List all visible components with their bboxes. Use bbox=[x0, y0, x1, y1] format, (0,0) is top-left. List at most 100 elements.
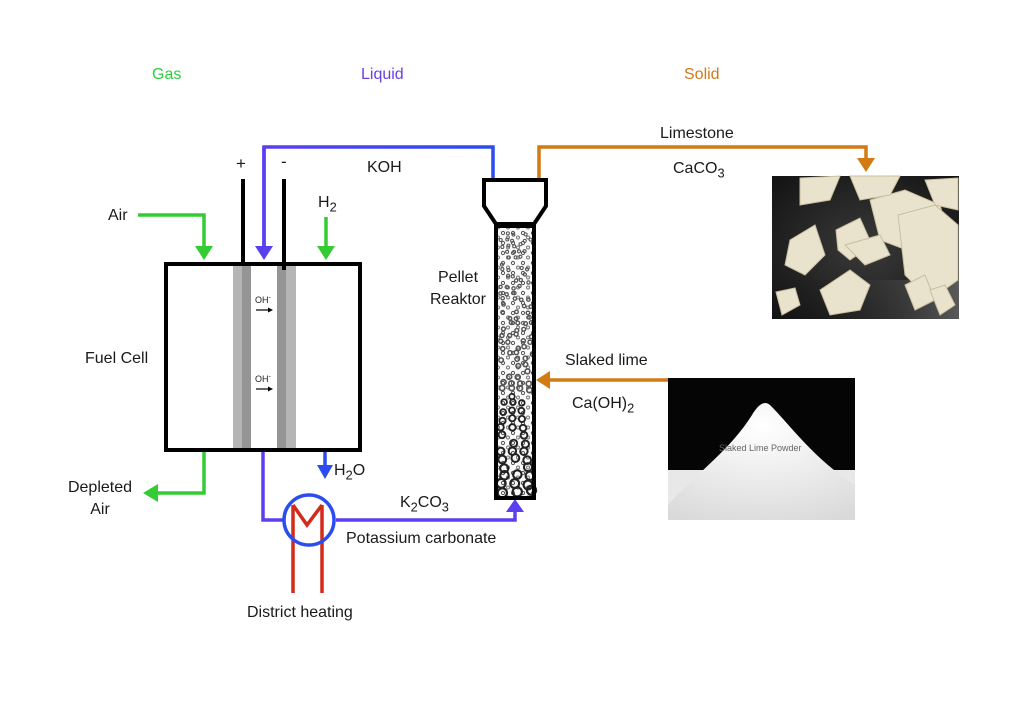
reactor-bead bbox=[506, 332, 513, 339]
limestone-rock bbox=[799, 175, 841, 206]
reactor-bead bbox=[505, 339, 511, 345]
negative-terminal-label: - bbox=[281, 152, 287, 171]
reactor-bead bbox=[508, 384, 516, 392]
ion-label-1: OH- bbox=[255, 294, 271, 305]
district-heating-label: District heating bbox=[247, 604, 353, 621]
reactor-bead bbox=[499, 345, 506, 352]
reactor-hopper bbox=[482, 178, 548, 226]
reactor-bead bbox=[506, 243, 511, 248]
reactor-bead bbox=[525, 310, 531, 316]
reactor-bead bbox=[505, 237, 510, 242]
reactor-bead bbox=[512, 296, 518, 301]
k2co3-arrowhead bbox=[506, 499, 524, 512]
reactor-bead bbox=[504, 291, 509, 297]
reactor-bead bbox=[519, 265, 524, 271]
limestone-rock bbox=[819, 269, 871, 316]
legend-solid: Solid bbox=[684, 66, 720, 83]
limestone-line bbox=[537, 145, 868, 178]
caco3-label: CaCO3 bbox=[673, 160, 725, 181]
reactor-bead bbox=[500, 326, 507, 332]
reactor-bead bbox=[525, 380, 533, 388]
slaked-lime-label: Slaked lime bbox=[565, 352, 648, 369]
reactor-bead bbox=[513, 316, 519, 322]
reactor-bead bbox=[506, 267, 511, 273]
reactor-bead bbox=[500, 266, 505, 272]
water-outlet-arrowhead bbox=[317, 465, 333, 479]
ion-arrowhead-1 bbox=[268, 307, 273, 313]
reactor-bead bbox=[522, 361, 529, 368]
reactor-bead bbox=[516, 384, 524, 392]
air-inlet-line bbox=[138, 213, 206, 248]
reactor-bead bbox=[508, 423, 517, 432]
reactor-bead bbox=[504, 284, 510, 290]
reactor-bead bbox=[513, 255, 518, 260]
limestone-rock bbox=[929, 284, 956, 316]
reactor-bead bbox=[517, 283, 522, 289]
reactor-bead bbox=[521, 303, 527, 309]
heat-exchanger-shell bbox=[282, 493, 336, 547]
reactor-bead bbox=[498, 357, 505, 364]
reactor-bead bbox=[518, 297, 524, 303]
ion-label-2: OH- bbox=[255, 373, 271, 384]
depleted-air-label: Depleted Air bbox=[67, 479, 133, 518]
solid-flows bbox=[536, 145, 875, 389]
reactor-bead bbox=[505, 273, 511, 278]
reactor-bead bbox=[498, 291, 503, 296]
air-inlet-arrowhead bbox=[195, 246, 213, 260]
reactor-bead bbox=[508, 319, 514, 326]
reactor-bead bbox=[523, 232, 528, 237]
reactor-bead bbox=[508, 414, 517, 423]
liquid-flows bbox=[255, 145, 524, 522]
reactor-bead bbox=[500, 378, 507, 386]
pellet-reactor bbox=[482, 178, 548, 500]
reactor-bead bbox=[500, 309, 506, 315]
legend-liquid: Liquid bbox=[361, 66, 404, 83]
limestone-photo bbox=[772, 175, 959, 319]
reactor-bead bbox=[497, 454, 508, 465]
reactor-bead bbox=[497, 338, 504, 344]
reactor-bead bbox=[510, 453, 521, 463]
reactor-bead bbox=[500, 295, 505, 301]
fuel-cell-label: Fuel Cell bbox=[85, 350, 149, 367]
slaked-lime-photo-caption: Slaked Lime Powder bbox=[719, 443, 802, 453]
reactor-bead bbox=[510, 274, 515, 279]
reactor-bead bbox=[518, 254, 523, 259]
reactor-bead bbox=[497, 430, 507, 440]
reactor-bead bbox=[508, 406, 516, 415]
electrolyte-to-hx-line bbox=[261, 452, 283, 522]
positive-terminal-label: + bbox=[236, 154, 246, 173]
reactor-bead bbox=[512, 244, 517, 249]
koh-arrowhead bbox=[255, 246, 273, 260]
water-outlet-label: H2O bbox=[334, 462, 366, 483]
h2-inlet-label: H2 bbox=[318, 194, 337, 215]
reactor-bead bbox=[512, 290, 517, 296]
reactor-bead bbox=[522, 249, 527, 254]
limestone-label: Limestone bbox=[660, 125, 734, 142]
reactor-bead bbox=[522, 238, 527, 243]
legend-gas: Gas bbox=[152, 66, 182, 83]
reactor-bead bbox=[515, 320, 521, 326]
depleted-air-arrowhead bbox=[143, 484, 158, 502]
h2-inlet-arrowhead bbox=[317, 246, 335, 260]
limestone-rock bbox=[784, 224, 826, 276]
limestone-rock bbox=[844, 234, 891, 266]
reactor-bead bbox=[513, 349, 520, 356]
reactor-bead bbox=[514, 309, 519, 315]
reactor-bead bbox=[518, 242, 523, 247]
reactor-bead bbox=[505, 231, 510, 236]
reactor-bead bbox=[522, 272, 527, 277]
reactor-bead bbox=[510, 238, 515, 243]
reactor-bead bbox=[507, 315, 513, 321]
cathode-membrane-core bbox=[242, 266, 251, 448]
reactor-bead bbox=[507, 349, 513, 356]
reactor-bead bbox=[499, 408, 508, 417]
slaked-lime-pile bbox=[668, 403, 855, 520]
reactor-bead bbox=[526, 297, 531, 302]
reactor-bead bbox=[498, 384, 506, 392]
depleted-air-line bbox=[158, 452, 206, 495]
fuel-cell-housing bbox=[164, 262, 362, 452]
air-inlet-label: Air bbox=[108, 207, 128, 224]
reactor-bead bbox=[520, 338, 527, 344]
